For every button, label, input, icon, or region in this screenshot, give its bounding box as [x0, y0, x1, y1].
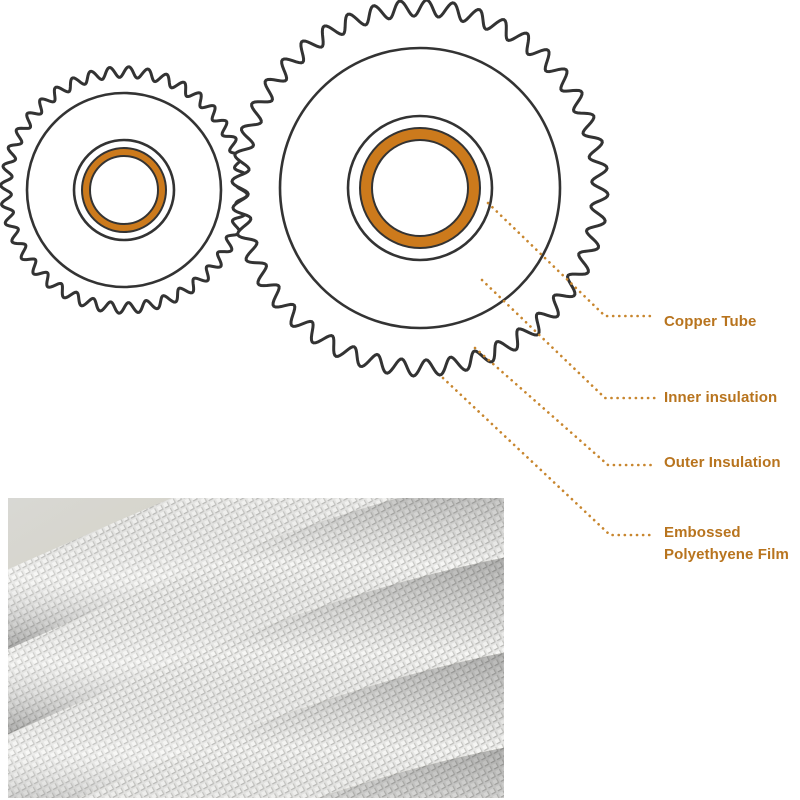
leader-outer-insulation	[473, 346, 657, 467]
hose-shading	[8, 557, 504, 798]
hose-shading	[8, 498, 399, 650]
label-outer-insulation: Outer Insulation	[664, 454, 781, 471]
outer-insulation-ring	[25, 91, 223, 289]
hose-shading	[8, 498, 504, 735]
hose-shading	[79, 652, 504, 798]
leader-copper-tube	[486, 201, 657, 318]
label-inner-insulation: Inner insulation	[664, 389, 778, 406]
embossed-insulated-pipe-photo	[8, 498, 504, 798]
copper-tube-bore	[89, 155, 159, 225]
cross-section-large	[230, 0, 610, 378]
leader-inner-insulation	[480, 278, 657, 400]
cross-section-small	[0, 65, 249, 315]
callout-leader-lines	[441, 201, 657, 537]
cross-sections	[0, 0, 610, 378]
copper-tube-bore	[371, 139, 469, 237]
hose-shading	[317, 747, 504, 798]
outer-insulation-ring	[278, 46, 562, 330]
pipe-coil-illustration	[8, 498, 504, 798]
label-copper-tube: Copper Tube	[664, 313, 757, 330]
